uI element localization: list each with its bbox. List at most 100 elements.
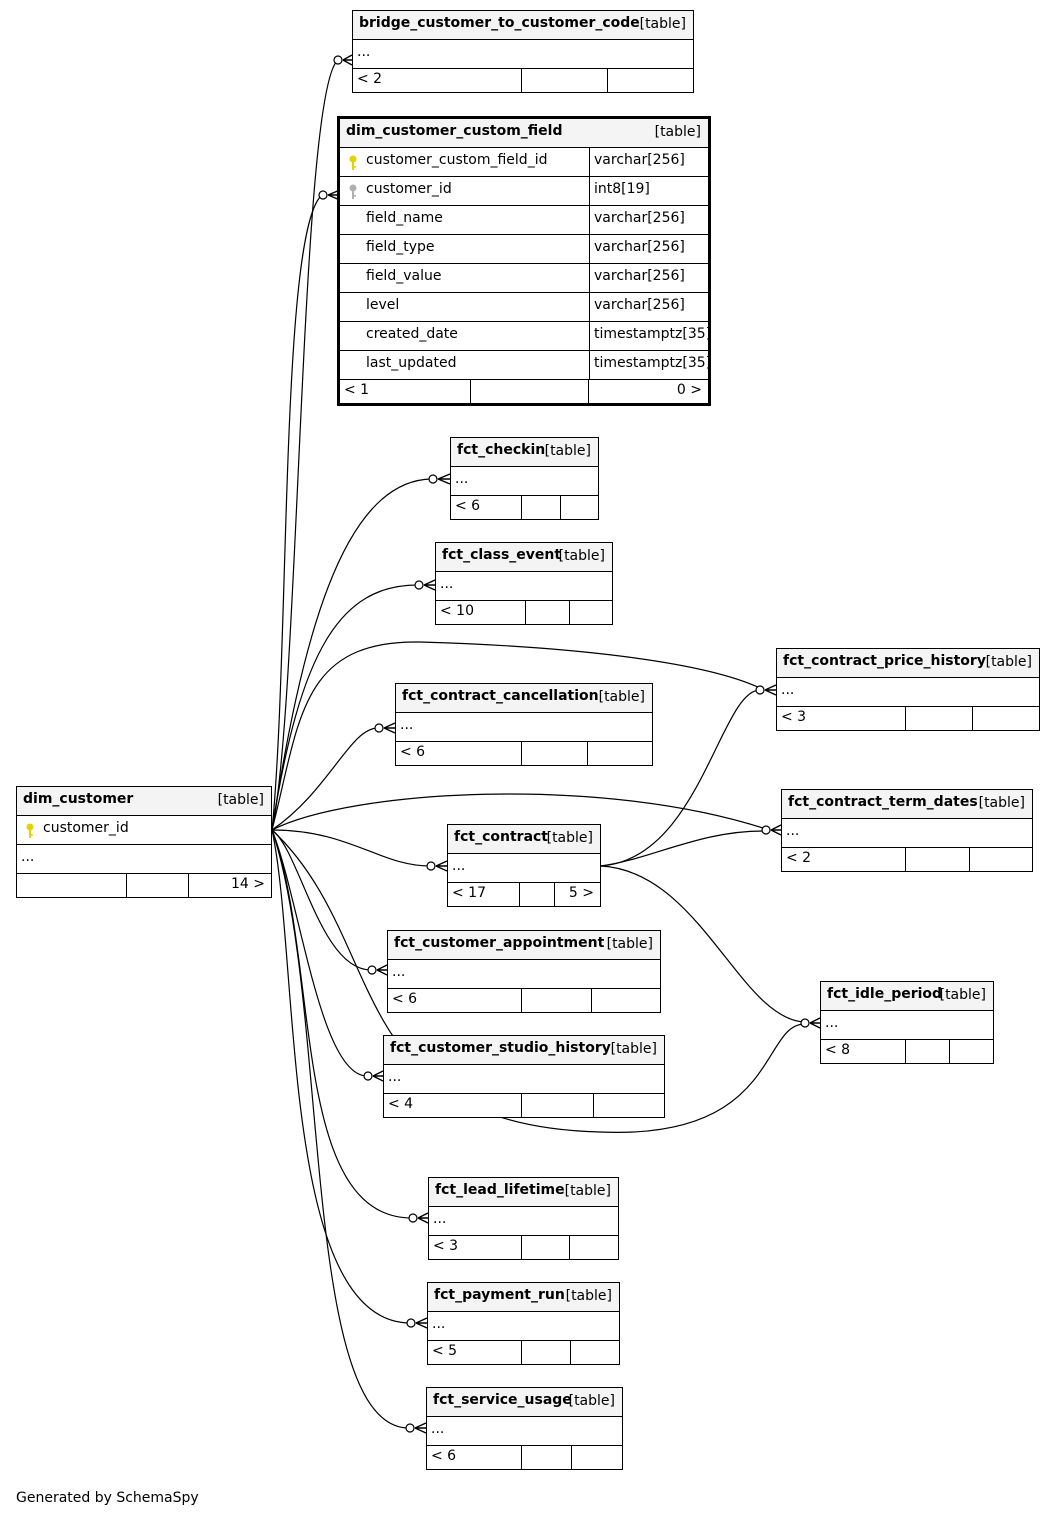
column-name-cell: level	[340, 293, 590, 321]
table-fct-idle-period[interactable]: fct_idle_period [table] ... < 8	[820, 981, 994, 1064]
optional-marker	[374, 723, 384, 733]
table-header: fct_checkin [table]	[451, 438, 598, 467]
table-fct-contract-price-history[interactable]: fct_contract_price_history [table] ... <…	[776, 648, 1040, 731]
table-footer: < 5	[428, 1341, 619, 1364]
table-fct-contract-cancellation[interactable]: fct_contract_cancellation [table] ... < …	[395, 683, 653, 766]
column-name: field_name	[366, 210, 443, 226]
column-type: varchar[256]	[594, 210, 685, 226]
table-kind: [table]	[558, 548, 605, 564]
table-fct-checkin[interactable]: fct_checkin [table] ... < 6	[450, 437, 599, 520]
column-row[interactable]: field_name varchar[256]	[340, 206, 708, 235]
optional-marker	[408, 1213, 418, 1223]
relationship-line	[271, 829, 372, 971]
column-name: field_value	[366, 268, 442, 284]
crows-foot-marker	[376, 964, 388, 976]
column-type: varchar[256]	[594, 297, 685, 313]
table-name: bridge_customer_to_customer_code	[359, 15, 640, 31]
crows-foot-marker	[437, 473, 451, 485]
table-name: fct_service_usage	[433, 1392, 572, 1408]
table-fct-contract[interactable]: fct_contract [table] ... < 17 5 >	[447, 824, 601, 907]
table-fct-class-event[interactable]: fct_class_event [table] ... < 10	[435, 542, 613, 625]
column-row[interactable]: customer_id int8[19]	[340, 177, 708, 206]
optional-marker	[761, 825, 771, 835]
table-kind: [table]	[217, 792, 264, 808]
collapsed-columns: ...	[17, 845, 271, 874]
ellipsis: ...	[21, 849, 35, 865]
table-footer: < 6	[388, 989, 660, 1012]
table-fct-customer-studio-history[interactable]: fct_customer_studio_history [table] ... …	[383, 1035, 665, 1118]
crows-foot-marker	[417, 1212, 429, 1224]
collapsed-columns: ...	[428, 1312, 619, 1341]
parents-count: < 5	[432, 1343, 458, 1359]
relationship-line	[599, 830, 767, 867]
relationship-line	[271, 59, 339, 831]
table-footer: < 2	[782, 848, 1032, 871]
ellipsis: ...	[432, 1316, 446, 1332]
relationship-line	[271, 727, 379, 831]
optional-marker	[405, 1423, 415, 1433]
parents-count: < 3	[433, 1238, 459, 1254]
table-name: fct_contract_term_dates	[788, 794, 978, 810]
optional-marker	[333, 55, 343, 65]
table-fct-service-usage[interactable]: fct_service_usage [table] ... < 6	[426, 1387, 623, 1470]
column-type: int8[19]	[594, 181, 650, 197]
table-footer: < 6	[427, 1446, 622, 1469]
table-fct-payment-run[interactable]: fct_payment_run [table] ... < 5	[427, 1282, 620, 1365]
ellipsis: ...	[431, 1421, 445, 1437]
table-header: fct_class_event [table]	[436, 543, 612, 572]
crows-foot-marker	[342, 54, 353, 66]
table-kind: [table]	[939, 987, 986, 1003]
table-name: fct_customer_appointment	[394, 935, 605, 951]
table-header: dim_customer_custom_field [table]	[340, 119, 708, 148]
table-name: fct_payment_run	[434, 1287, 565, 1303]
table-header: fct_customer_appointment [table]	[388, 931, 660, 960]
table-footer: < 6	[451, 496, 598, 519]
table-fct-customer-appointment[interactable]: fct_customer_appointment [table] ... < 6	[387, 930, 661, 1013]
column-type-cell: varchar[256]	[590, 235, 708, 263]
optional-marker	[406, 1318, 416, 1328]
table-kind: [table]	[606, 936, 653, 952]
table-kind: [table]	[610, 1041, 657, 1057]
table-fct-contract-term-dates[interactable]: fct_contract_term_dates [table] ... < 2	[781, 789, 1033, 872]
table-fct-lead-lifetime[interactable]: fct_lead_lifetime [table] ... < 3	[428, 1177, 619, 1260]
children-count: 5 >	[568, 885, 594, 901]
table-dim-customer-custom-field[interactable]: dim_customer_custom_field [table] custom…	[337, 116, 711, 406]
table-header: fct_payment_run [table]	[428, 1283, 619, 1312]
column-type: timestamptz[35]	[594, 326, 712, 342]
table-kind: [table]	[654, 124, 701, 140]
collapsed-columns: ...	[821, 1011, 993, 1040]
table-name: fct_checkin	[457, 442, 546, 458]
table-dim-customer[interactable]: dim_customer [table] customer_id ... 14 …	[16, 786, 272, 898]
optional-marker	[755, 685, 765, 695]
table-kind: [table]	[544, 443, 591, 459]
column-name: customer_id	[366, 181, 452, 197]
optional-marker	[426, 861, 436, 871]
crows-foot-marker	[764, 684, 777, 696]
table-kind: [table]	[546, 830, 593, 846]
table-kind: [table]	[564, 1183, 611, 1199]
table-name: dim_customer	[23, 791, 134, 807]
collapsed-columns: ...	[429, 1207, 618, 1236]
collapsed-columns: ...	[353, 40, 693, 69]
column-name-cell: field_name	[340, 206, 590, 234]
parents-count: < 6	[400, 744, 426, 760]
table-bridge-customer-to-customer-code[interactable]: bridge_customer_to_customer_code [table]…	[352, 10, 694, 93]
column-name: last_updated	[366, 355, 457, 371]
table-footer: < 3	[429, 1236, 618, 1259]
crows-foot-marker	[435, 860, 448, 872]
column-row[interactable]: customer_id	[17, 816, 271, 845]
table-header: fct_contract_cancellation [table]	[396, 684, 652, 713]
table-name: fct_customer_studio_history	[390, 1040, 611, 1056]
table-header: dim_customer [table]	[17, 787, 271, 816]
column-name-cell: field_type	[340, 235, 590, 263]
parents-count: < 4	[388, 1096, 414, 1112]
column-name-cell: last_updated	[340, 351, 590, 379]
table-footer: < 1 0 >	[340, 380, 708, 403]
table-footer: < 17 5 >	[448, 883, 600, 906]
